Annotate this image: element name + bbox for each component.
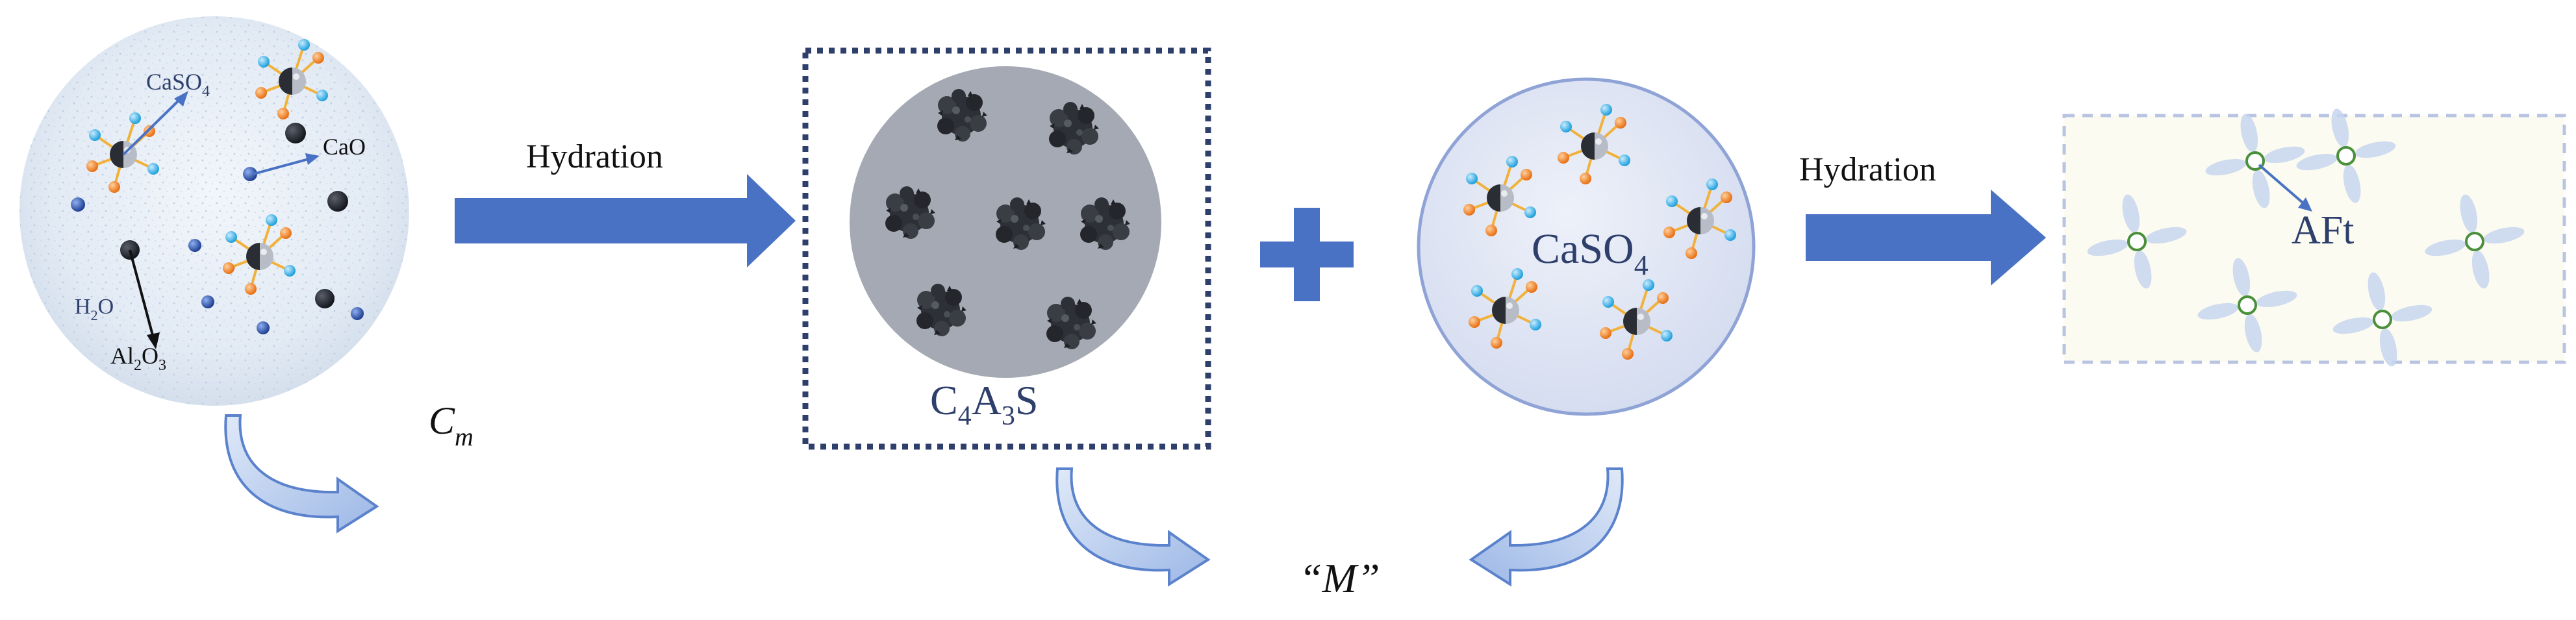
- c4a3s-panel: C4A3S: [802, 47, 1211, 450]
- right-arrow-icon: [455, 174, 796, 267]
- aft-panel: AFt: [2062, 106, 2566, 369]
- caso4-panel: CaSO4: [1417, 77, 1756, 416]
- aft-pointer: [2258, 164, 2304, 204]
- caso4-label: CaSO4: [146, 69, 210, 100]
- blue-particle: [188, 239, 201, 252]
- hydration-step-1: Hydration: [455, 138, 796, 267]
- blue-particle: [257, 321, 270, 334]
- cao-label: CaO: [323, 134, 366, 160]
- hydration-label-1: Hydration: [526, 138, 663, 175]
- blue-particle: [351, 307, 364, 320]
- dark-particle: [327, 191, 348, 212]
- blue-particle: [201, 295, 214, 308]
- m-label: “M”: [1299, 555, 1380, 601]
- aft-label: AFt: [2292, 208, 2354, 253]
- curved-arrow-icon: [224, 414, 378, 532]
- c4a3s-label: C4A3S: [930, 377, 1039, 431]
- al2o3-label: Al2O3: [110, 343, 166, 374]
- curved-arrow-icon: [1470, 467, 1624, 586]
- hydration-label-2: Hydration: [1799, 151, 1936, 188]
- dark-particle: [315, 289, 335, 308]
- hydration-step-2: Hydration: [1799, 151, 2046, 286]
- right-arrow-icon: [1806, 190, 2046, 286]
- curved-arrow-icon: [1055, 467, 1209, 586]
- plus-icon: [1260, 208, 1354, 301]
- caso4-circle: [1417, 77, 1756, 416]
- h2o-label: H2O: [75, 295, 114, 323]
- caso4-product-label: CaSO4: [1532, 225, 1648, 281]
- blue-particle: [71, 197, 85, 212]
- dark-particle: [285, 123, 306, 143]
- cao-pointer: [253, 158, 309, 175]
- al2o3-pointer: [129, 249, 155, 338]
- caso4-pointer: [122, 97, 182, 156]
- blue-particle: [243, 167, 257, 181]
- raw-mixture-panel: CaSO4 CaO H2O Al2O3: [19, 16, 409, 406]
- cm-label: Cm: [429, 399, 474, 451]
